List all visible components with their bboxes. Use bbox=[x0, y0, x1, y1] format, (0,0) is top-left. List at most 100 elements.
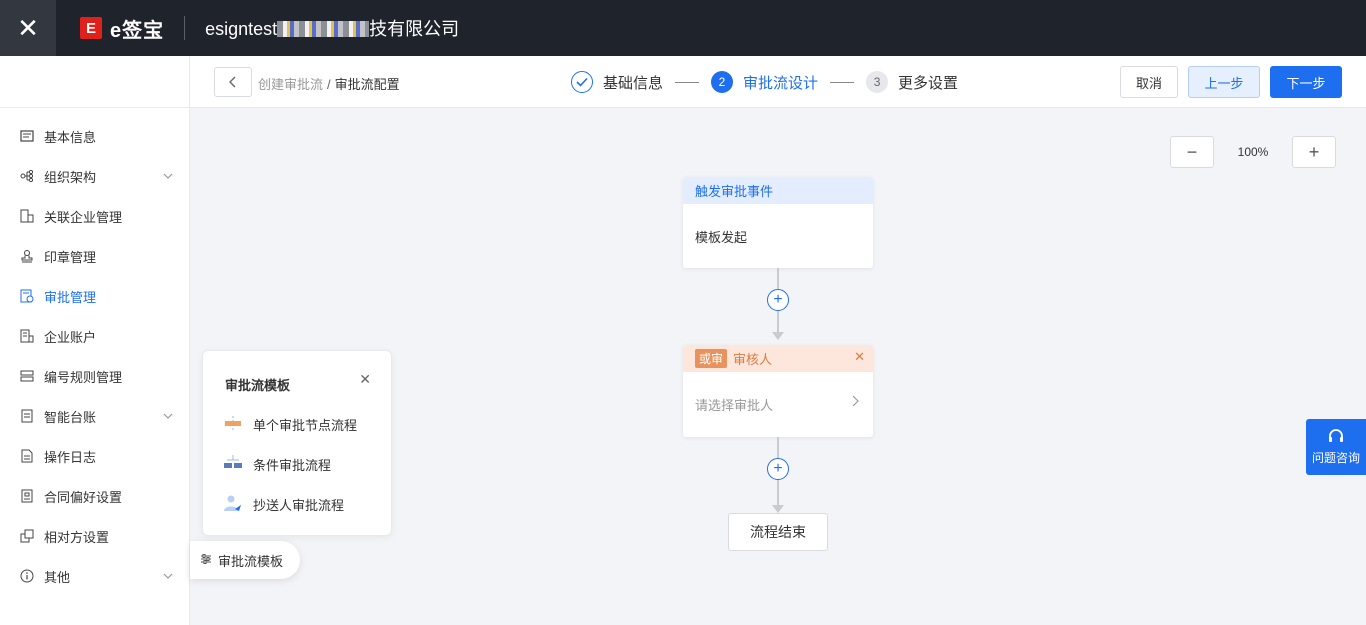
step-connector bbox=[675, 81, 700, 83]
template-conditional[interactable]: 条件审批流程 bbox=[223, 453, 331, 475]
step-connector bbox=[830, 81, 855, 83]
sidebar-item-label: 印章管理 bbox=[44, 249, 97, 265]
approver-select[interactable]: 请选择审批人 bbox=[683, 372, 873, 436]
step-2-number: 2 bbox=[711, 71, 734, 93]
doc-list-icon bbox=[20, 129, 34, 143]
approver-node-title: 审核人 bbox=[733, 352, 773, 367]
template-toggle-label: 审批流模板 bbox=[218, 553, 284, 569]
sidebar-item-basic-info[interactable]: 基本信息 bbox=[0, 116, 189, 156]
sidebar-item-linked-companies[interactable]: 关联企业管理 bbox=[0, 196, 189, 236]
contract-pref-icon bbox=[20, 489, 34, 503]
approver-node[interactable]: 或审 审核人 ✕ 请选择审批人 bbox=[683, 345, 873, 437]
sidebar-item-company-account[interactable]: 企业账户 bbox=[0, 316, 189, 356]
template-item-label: 条件审批流程 bbox=[253, 457, 332, 473]
add-node-button[interactable]: + bbox=[767, 458, 789, 480]
plus-icon: + bbox=[1308, 141, 1320, 162]
header-divider bbox=[189, 56, 190, 108]
chevron-down-icon[interactable] bbox=[163, 408, 173, 422]
brand-name: e签宝 bbox=[110, 19, 165, 42]
step-2-label: 审批流设计 bbox=[743, 74, 819, 92]
sidebar-item-operation-log[interactable]: 操作日志 bbox=[0, 436, 189, 476]
trigger-node-title: 触发审批事件 bbox=[683, 177, 873, 204]
sidebar-item-smart-ledger[interactable]: 智能台账 bbox=[0, 396, 189, 436]
trigger-node-body: 模板发起 bbox=[695, 229, 748, 245]
topbar-divider bbox=[184, 16, 186, 40]
conditional-flow-icon bbox=[223, 454, 243, 474]
redacted-mosaic bbox=[277, 21, 370, 37]
plus-icon: + bbox=[773, 291, 783, 308]
template-item-label: 单个审批节点流程 bbox=[253, 417, 358, 433]
template-panel-title: 审批流模板 bbox=[225, 378, 291, 393]
sidebar-item-other[interactable]: 其他 bbox=[0, 556, 189, 596]
add-node-button[interactable]: + bbox=[767, 289, 789, 311]
close-icon[interactable]: ✕ bbox=[359, 371, 371, 387]
sidebar-item-number-rules[interactable]: 编号规则管理 bbox=[0, 356, 189, 396]
chevron-down-icon[interactable] bbox=[163, 168, 173, 182]
step-1-check-icon bbox=[571, 71, 593, 93]
org-tree-icon bbox=[20, 169, 34, 183]
template-single-node[interactable]: 单个审批节点流程 bbox=[223, 413, 357, 435]
top-bar: ✕ E e签宝 esigntest 技有限公司 bbox=[0, 0, 1366, 56]
arrow-down-icon bbox=[772, 505, 784, 513]
breadcrumb: 创建审批流/审批流配置 bbox=[258, 74, 400, 93]
cancel-button[interactable]: 取消 bbox=[1120, 66, 1178, 98]
info-icon bbox=[20, 569, 34, 583]
approval-icon bbox=[20, 289, 34, 303]
single-node-icon bbox=[223, 414, 243, 434]
page-header: 创建审批流/审批流配置 基础信息 2 审批流设计 3 更多设置 取消 上一步 下… bbox=[0, 56, 1366, 108]
sidebar-item-label: 智能台账 bbox=[44, 409, 97, 425]
or-approval-tag: 或审 bbox=[695, 349, 728, 368]
sidebar-item-org[interactable]: 组织架构 bbox=[0, 156, 189, 196]
company-name-suffix: 技有限公司 bbox=[369, 19, 460, 39]
sidebar-item-counterparty[interactable]: 相对方设置 bbox=[0, 516, 189, 556]
sidebar-item-label: 审批管理 bbox=[44, 289, 97, 305]
sidebar-item-label: 基本信息 bbox=[44, 129, 97, 145]
counterparty-icon bbox=[20, 529, 34, 543]
seal-icon bbox=[20, 249, 34, 263]
step-3-number: 3 bbox=[866, 71, 889, 93]
trigger-node[interactable]: 触发审批事件 模板发起 bbox=[683, 177, 873, 268]
template-panel-toggle[interactable]: 审批流模板 bbox=[190, 541, 300, 579]
number-rule-icon bbox=[20, 369, 34, 383]
chevron-right-icon bbox=[852, 394, 859, 410]
logo-mark-icon: E bbox=[80, 17, 102, 39]
arrow-down-icon bbox=[772, 332, 784, 340]
chevron-down-icon[interactable] bbox=[163, 568, 173, 582]
previous-step-button[interactable]: 上一步 bbox=[1188, 66, 1260, 98]
close-icon: ✕ bbox=[17, 12, 39, 43]
next-step-button[interactable]: 下一步 bbox=[1270, 66, 1342, 98]
template-panel: 审批流模板 ✕ 单个审批节点流程 条件审批流程 抄送人审批流程 bbox=[202, 350, 392, 536]
flow-end-node: 流程结束 bbox=[728, 513, 828, 551]
log-icon bbox=[20, 449, 34, 463]
approver-placeholder: 请选择审批人 bbox=[695, 397, 774, 413]
back-button[interactable] bbox=[214, 67, 252, 97]
breadcrumb-current: 审批流配置 bbox=[334, 77, 400, 92]
sidebar-item-approval[interactable]: 审批管理 bbox=[0, 276, 189, 316]
ledger-icon bbox=[20, 409, 34, 423]
close-button[interactable]: ✕ bbox=[0, 0, 56, 56]
sidebar-item-label: 关联企业管理 bbox=[44, 209, 123, 225]
company-name[interactable]: esigntest 技有限公司 bbox=[205, 15, 459, 41]
zoom-in-button[interactable]: + bbox=[1292, 136, 1336, 168]
sidebar-item-seals[interactable]: 印章管理 bbox=[0, 236, 189, 276]
delete-node-icon[interactable]: ✕ bbox=[854, 349, 865, 364]
building-link-icon bbox=[20, 209, 34, 223]
sidebar-item-label: 相对方设置 bbox=[44, 529, 110, 545]
breadcrumb-parent[interactable]: 创建审批流 bbox=[258, 77, 324, 92]
minus-icon: − bbox=[1186, 141, 1198, 162]
approver-node-header: 或审 审核人 ✕ bbox=[683, 345, 873, 372]
chevron-left-icon bbox=[229, 76, 236, 88]
sidebar-item-contract-preferences[interactable]: 合同偏好设置 bbox=[0, 476, 189, 516]
template-item-label: 抄送人审批流程 bbox=[253, 497, 345, 513]
plus-icon: + bbox=[773, 460, 783, 477]
sidebar-item-label: 其他 bbox=[44, 569, 71, 585]
help-consult-button[interactable]: 问题咨询 bbox=[1306, 419, 1366, 475]
zoom-out-button[interactable]: − bbox=[1170, 136, 1214, 168]
template-cc[interactable]: 抄送人审批流程 bbox=[223, 493, 344, 515]
step-indicator: 基础信息 2 审批流设计 3 更多设置 bbox=[571, 70, 958, 94]
cc-person-icon bbox=[223, 494, 243, 514]
company-name-prefix: esigntest bbox=[205, 19, 278, 39]
step-1-label: 基础信息 bbox=[603, 74, 664, 92]
sidebar-item-label: 企业账户 bbox=[44, 329, 97, 345]
sidebar-item-label: 操作日志 bbox=[44, 449, 97, 465]
